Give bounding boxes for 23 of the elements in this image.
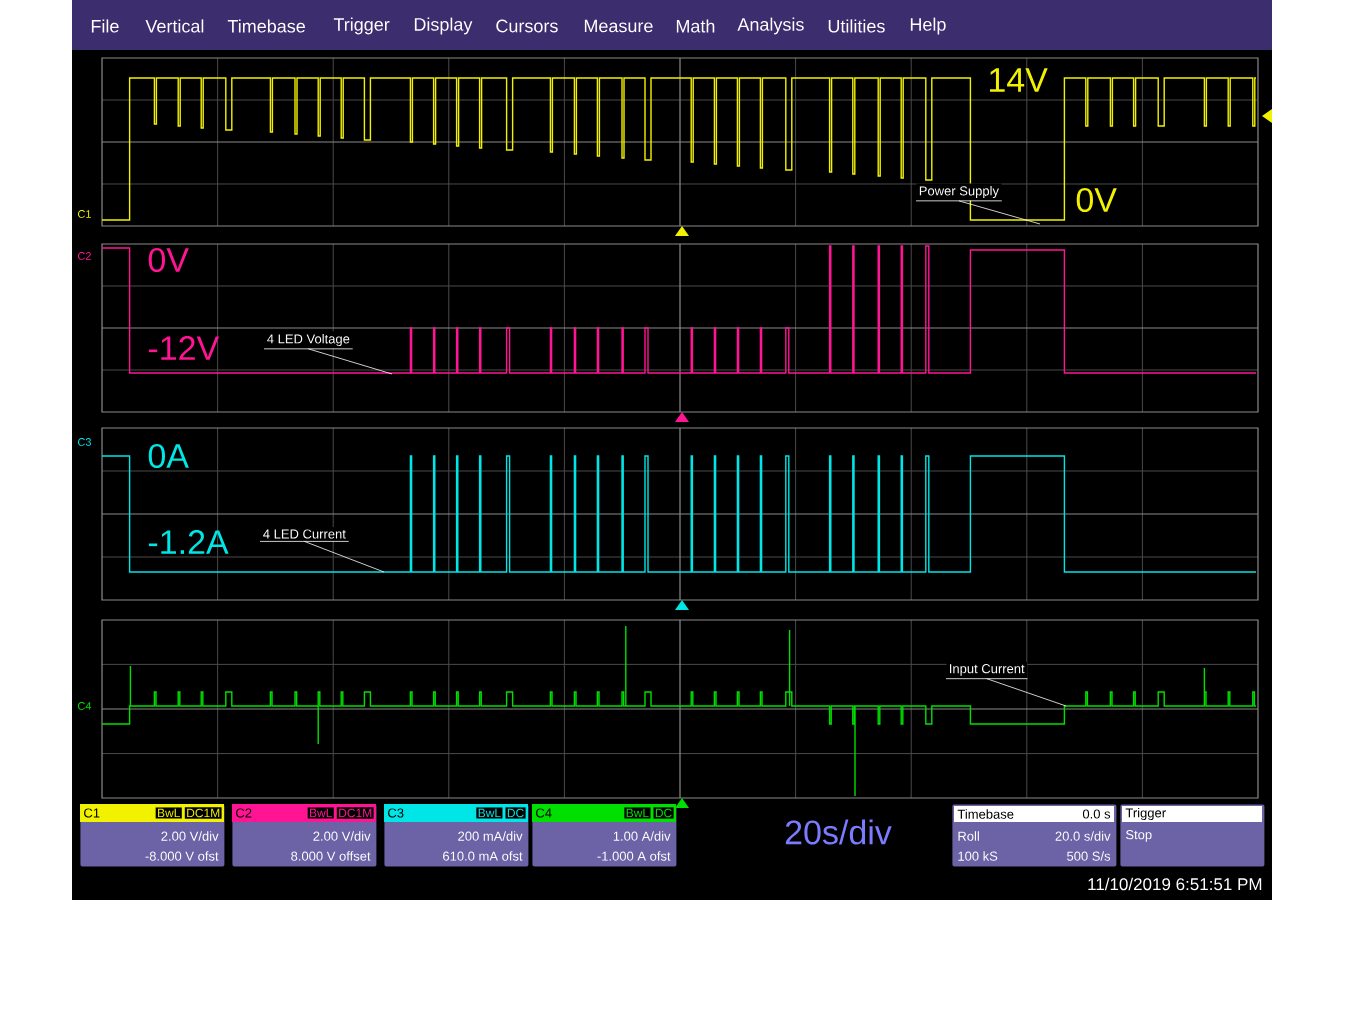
menu-item: Display [414,17,473,35]
level-label: 0A [148,443,189,469]
level-label: 14V [990,68,1048,92]
leader-line [307,348,393,375]
leader-line [303,541,385,573]
leader-line [986,678,1067,707]
level-label: -12V [148,336,220,360]
menu-item: Trigger [333,17,390,35]
menu-item: Analysis [737,17,804,35]
menu-item: File [91,19,119,33]
menu-item: Utilities [828,19,885,33]
menu-item: Timebase [227,19,305,33]
level-label: 0V [148,247,189,273]
menu-item: Measure [584,19,653,33]
menu-item: Vertical [145,19,204,33]
menu-item: Math [676,19,715,33]
level-label: -1.2A [148,530,229,554]
menu-item: Help [910,17,946,35]
level-label: 0V [1076,187,1117,213]
menu-item: Cursors [496,19,558,33]
timebase-label: 20s/div [785,819,892,845]
timestamp: 11/10/2019 6:51:51 PM [1088,877,1262,891]
leader-line [958,200,1041,225]
